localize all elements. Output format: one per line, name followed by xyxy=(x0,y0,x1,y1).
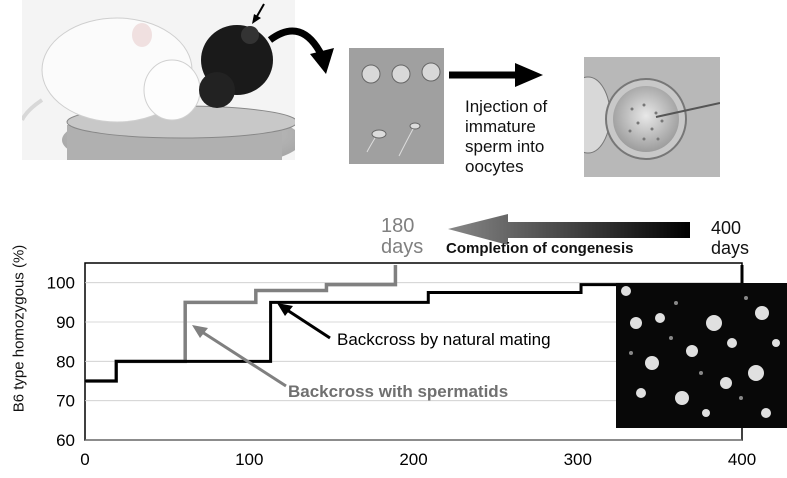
spermatids-photo xyxy=(349,48,444,164)
caption-line: oocytes xyxy=(465,157,524,176)
y-tick-label: 90 xyxy=(56,313,75,332)
label-400-unit: days xyxy=(711,238,750,258)
y-tick-label: 80 xyxy=(56,352,75,371)
label-180-unit: days xyxy=(381,236,424,258)
label-400-num: 400 xyxy=(711,218,742,238)
mice-illustration xyxy=(22,0,295,160)
x-tick-label: 0 xyxy=(80,450,89,469)
spermatid-pointer-head xyxy=(192,325,208,338)
x-tick-label: 200 xyxy=(399,450,427,469)
label-180-num: 180 xyxy=(381,215,415,237)
caption-line: Injection of xyxy=(465,97,548,116)
fluorescence-illustration xyxy=(616,283,787,428)
injection-caption: Injection of immature sperm into oocytes xyxy=(465,97,547,177)
x-tick-label: 100 xyxy=(235,450,263,469)
y-tick-label: 100 xyxy=(47,274,75,293)
caption-line: sperm into xyxy=(465,137,545,156)
natural-pointer xyxy=(283,306,331,340)
y-tick-label: 60 xyxy=(56,431,75,450)
oocyte-illustration xyxy=(584,57,720,177)
natural-mating-label: Backcross by natural mating xyxy=(337,330,551,349)
y-tick-label: 70 xyxy=(56,392,75,411)
x-tick-label: 400 xyxy=(728,450,756,469)
y-tick-labels: 60 70 80 90 100 xyxy=(47,274,75,450)
spermatids-label: Backcross with spermatids xyxy=(288,382,509,401)
cells-illustration xyxy=(349,48,444,164)
x-tick-labels: 0 100 200 300 400 xyxy=(80,450,756,469)
natural-pointer-head xyxy=(277,303,293,316)
mice-photo xyxy=(22,0,295,160)
oocyte-photo xyxy=(584,57,720,177)
completion-label: Completion of congenesis xyxy=(446,240,634,257)
fluorescence-photo xyxy=(616,283,787,428)
congenesis-arrow xyxy=(448,214,690,245)
straight-arrow xyxy=(449,63,543,87)
caption-line: immature xyxy=(465,117,536,136)
spermatid-pointer xyxy=(198,328,287,388)
curved-arrow xyxy=(267,27,334,74)
x-tick-label: 300 xyxy=(564,450,592,469)
